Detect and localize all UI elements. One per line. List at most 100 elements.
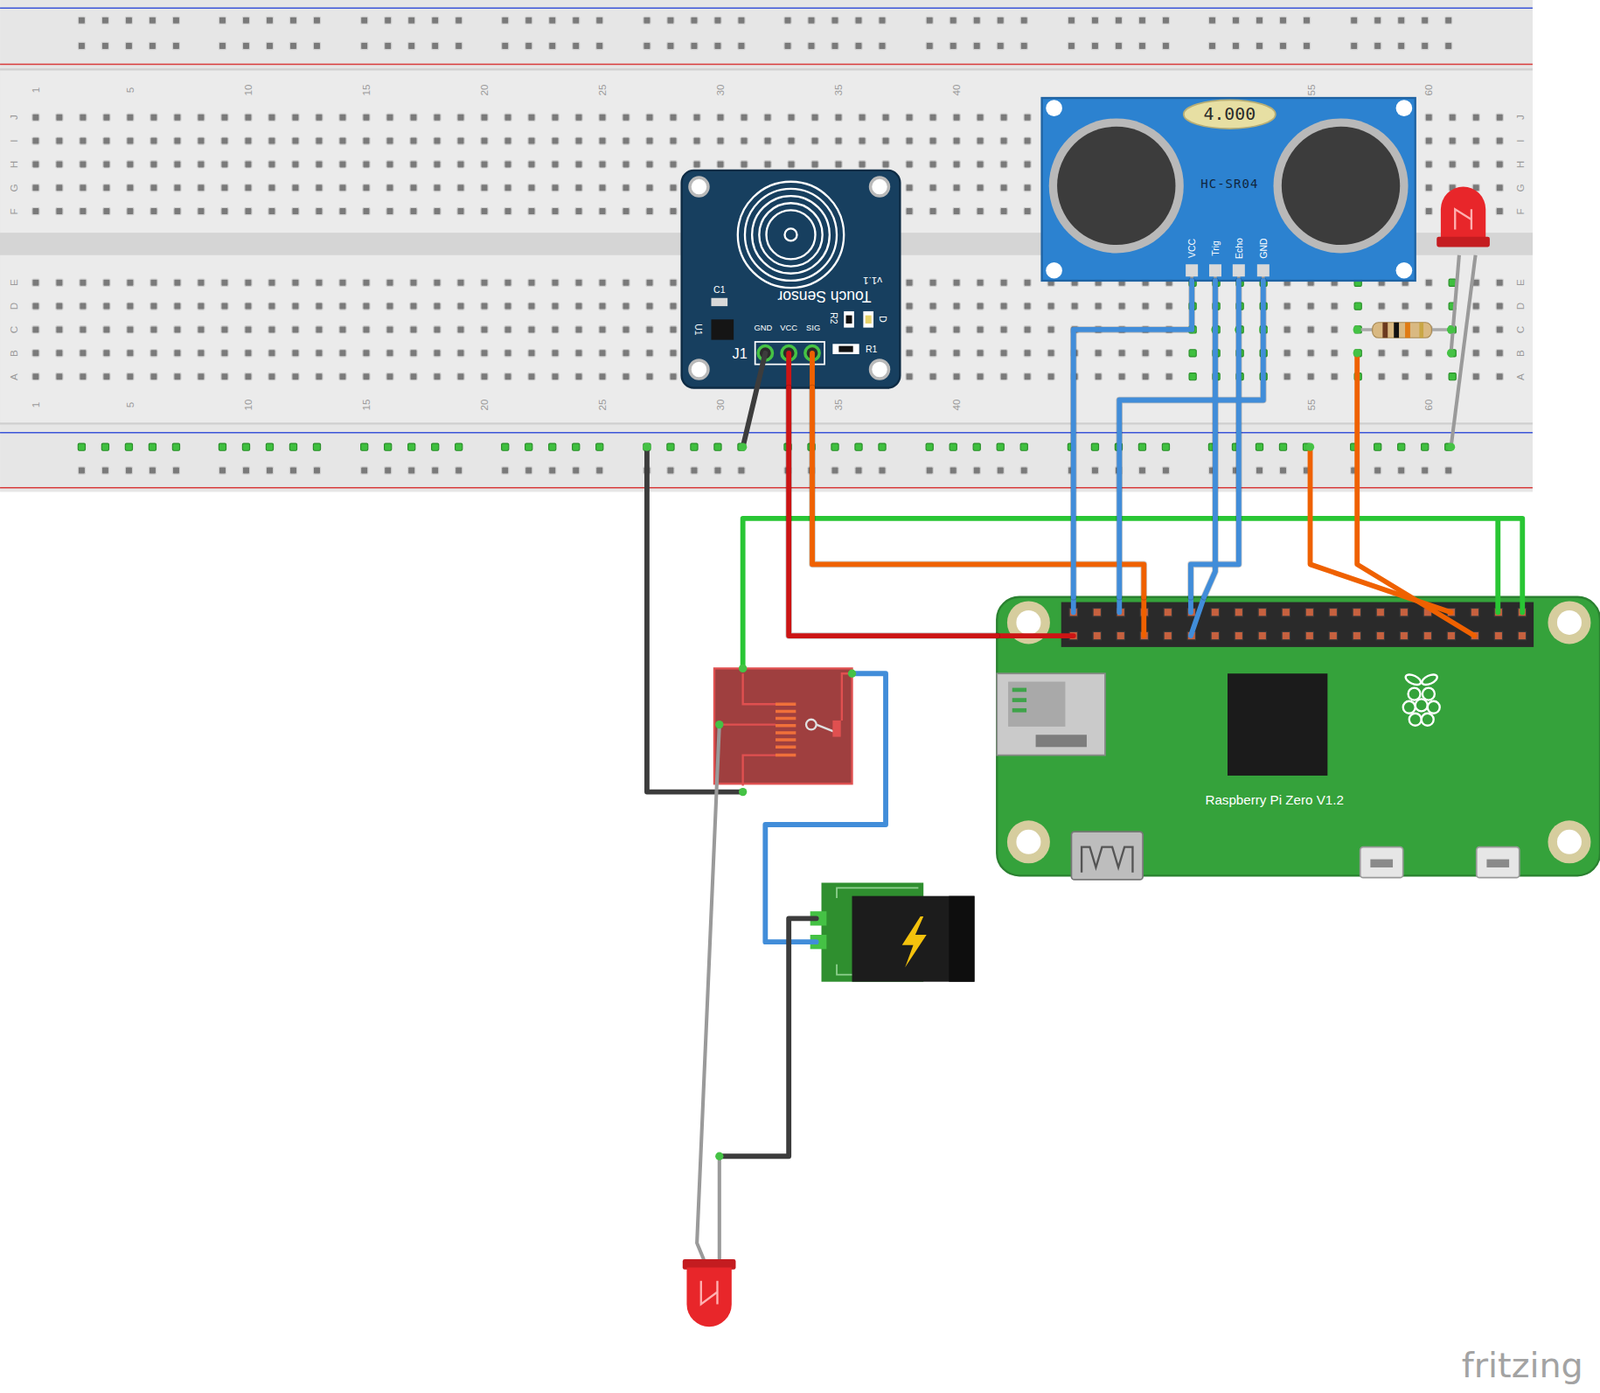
breadboard-hole [549,16,557,24]
breadboard-hole [410,137,418,145]
breadboard-hole [714,16,722,24]
breadboard-hole [173,184,181,192]
breadboard-hole [289,443,297,451]
breadboard-hole [1023,349,1031,357]
breadboard-hole [1047,373,1055,381]
column-number: 1 [30,402,42,408]
breadboard-hole [1445,466,1453,474]
wire-stub [1190,597,1204,636]
breadboard-hole [1071,302,1079,310]
breadboard-hole [996,466,1004,474]
breadboard-hole [126,349,134,357]
wire-end [715,720,724,729]
breadboard-hole [268,326,276,334]
breadboard-hole [457,278,465,286]
breadboard-hole [101,443,109,451]
breadboard-hole [197,373,205,381]
breadboard-hole [1401,349,1409,357]
column-number: 1 [30,86,42,92]
breadboard-hole [265,41,273,49]
breadboard-hole [313,16,320,24]
breadboard-hole [150,278,158,286]
resistor-band [1405,322,1411,339]
breadboard-hole [1138,443,1146,451]
jumper-wire [1203,280,1216,598]
breadboard-hole [32,160,40,168]
breadboard-hole [292,302,300,310]
breadboard-hole [1401,373,1409,381]
breadboard-hole [32,278,40,286]
breadboard-hole [925,466,933,474]
breadboard-hole [1472,373,1480,381]
breadboard-hole [858,137,866,145]
breadboard-hole [504,302,512,310]
breadboard-hole [1118,349,1126,357]
column-number: 5 [125,86,137,92]
breadboard-hole [218,466,226,474]
breadboard-hole [79,326,87,334]
gpio-pin [1352,608,1361,617]
column-number: 5 [125,402,137,408]
column-number: 10 [243,83,254,96]
breadboard-hole [431,16,439,24]
breadboard-hole [929,207,937,215]
breadboard-hole [784,16,792,24]
breadboard-hole [361,443,369,451]
breadboard-hole [646,326,654,334]
mount-hole [1396,262,1413,279]
breadboard-hole [1374,466,1382,474]
breadboard-hole [289,41,297,49]
breadboard-hole [1091,443,1099,451]
breadboard-hole [622,184,630,192]
breadboard-hole [737,466,745,474]
breadboard-hole [504,373,512,381]
pin-label: GND [754,324,773,333]
breadboard-hole [457,160,465,168]
breadboard-hole [221,113,229,121]
breadboard-hole [1161,41,1169,49]
breadboard-hole [410,373,418,381]
breadboard-hole [268,349,276,357]
gpio-header [1061,602,1534,647]
breadboard-hole [501,443,509,451]
touch-sensor-drawing [681,170,901,389]
breadboard-hole [831,466,839,474]
breadboard-hole [953,113,960,121]
wire-ends [642,325,1455,1161]
pin-label: VCC [1187,238,1197,258]
gpio-pin [1446,631,1455,640]
breadboard-hole [690,41,698,49]
breadboard-hole [575,302,583,310]
breadboard-hole [1279,16,1287,24]
capacitor [710,298,728,307]
breadboard-hole [646,113,654,121]
breadboard-hole [455,16,463,24]
breadboard-hole [949,443,957,451]
breadboard-hole [125,443,133,451]
breadboard-hole [525,16,533,24]
breadboard-hole [855,466,863,474]
relay-drawing [714,667,853,786]
breadboard-hole [197,326,205,334]
breadboard-hole [996,41,1004,49]
pin-label: SIG [806,324,821,333]
breadboard-hole [244,160,252,168]
row-letter: C [8,326,20,334]
breadboard-hole [1000,184,1008,192]
logo-berry [1403,701,1416,714]
breadboard-hole [386,302,394,310]
row-letter: D [8,302,20,310]
breadboard-hole [172,466,180,474]
wire-end [1306,442,1315,451]
breadboard-hole [551,373,559,381]
breadboard-hole [410,278,418,286]
wire-end [1353,325,1362,334]
breadboard-hole [265,466,273,474]
breadboard-hole [551,326,559,334]
led-leg [717,1155,722,1261]
breadboard-hole [1421,16,1429,24]
breadboard-hole [716,160,724,168]
breadboard-hole [929,373,937,381]
component-label: U1 [694,323,704,335]
touch-pad [784,228,797,241]
